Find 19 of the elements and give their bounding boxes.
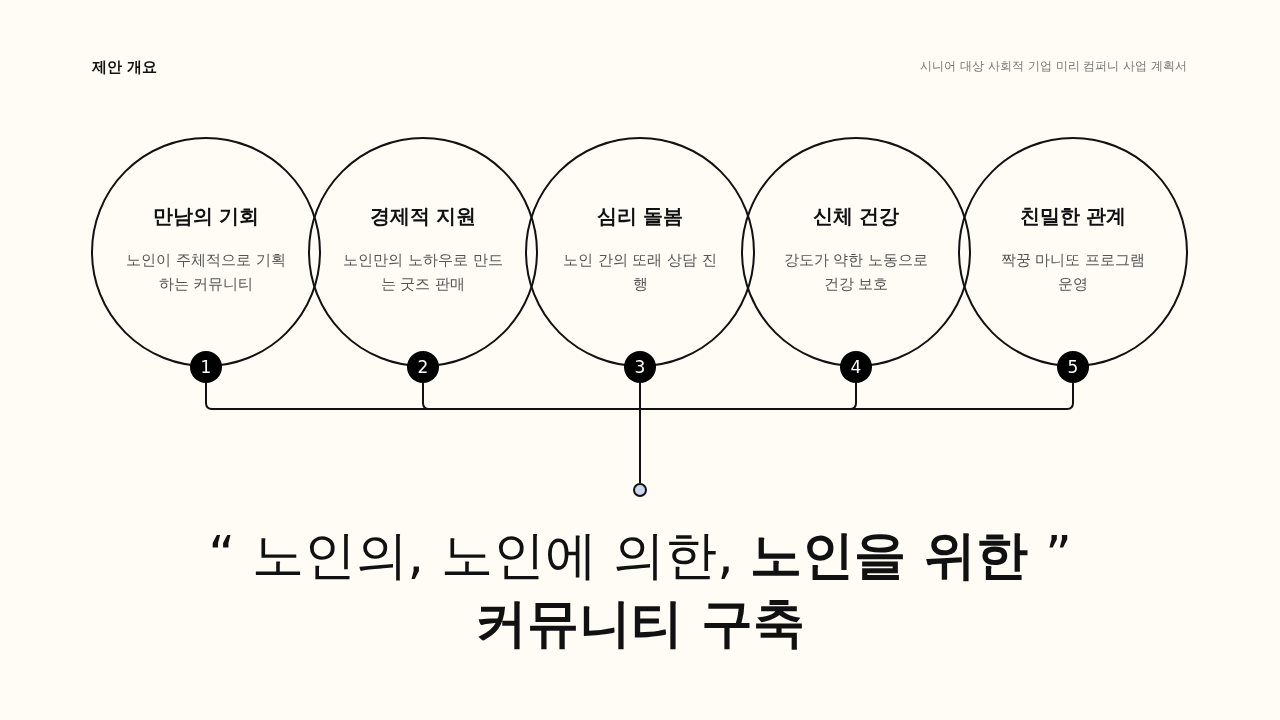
topic-heading: 만남의 기회 [152, 203, 260, 230]
topic-heading: 심리 돌봄 [596, 203, 684, 230]
topic-description: 노인이 주체적으로 기획하는 커뮤니티 [126, 250, 286, 295]
topic-heading: 신체 건강 [812, 203, 900, 230]
quote-text: “ 노인의, 노인에 의한, 노인을 위한 ” 커뮤니티 구축 [207, 524, 1073, 655]
number-badge: 5 [1057, 351, 1089, 383]
topic-heading: 친밀한 관계 [1019, 203, 1127, 230]
topic-heading: 경제적 지원 [369, 203, 477, 230]
number-badge: 4 [840, 351, 872, 383]
topic-description: 노인만의 노하우로 만드는 굿즈 판매 [343, 250, 503, 295]
topic-description: 강도가 약한 노동으로 건강 보호 [782, 250, 930, 295]
topic-description: 노인 간의 또래 상담 진행 [561, 250, 719, 295]
topic-description: 짝꿍 마니또 프로그램 운영 [999, 250, 1147, 295]
connector-dot [633, 483, 647, 497]
number-badge: 3 [624, 351, 656, 383]
header-subtitle: 시니어 대상 사회적 기업 미리 컴퍼니 사업 계획서 [920, 58, 1187, 75]
number-badge: 2 [407, 351, 439, 383]
slide-title: 제안 개요 [92, 58, 158, 77]
number-badge: 1 [190, 351, 222, 383]
